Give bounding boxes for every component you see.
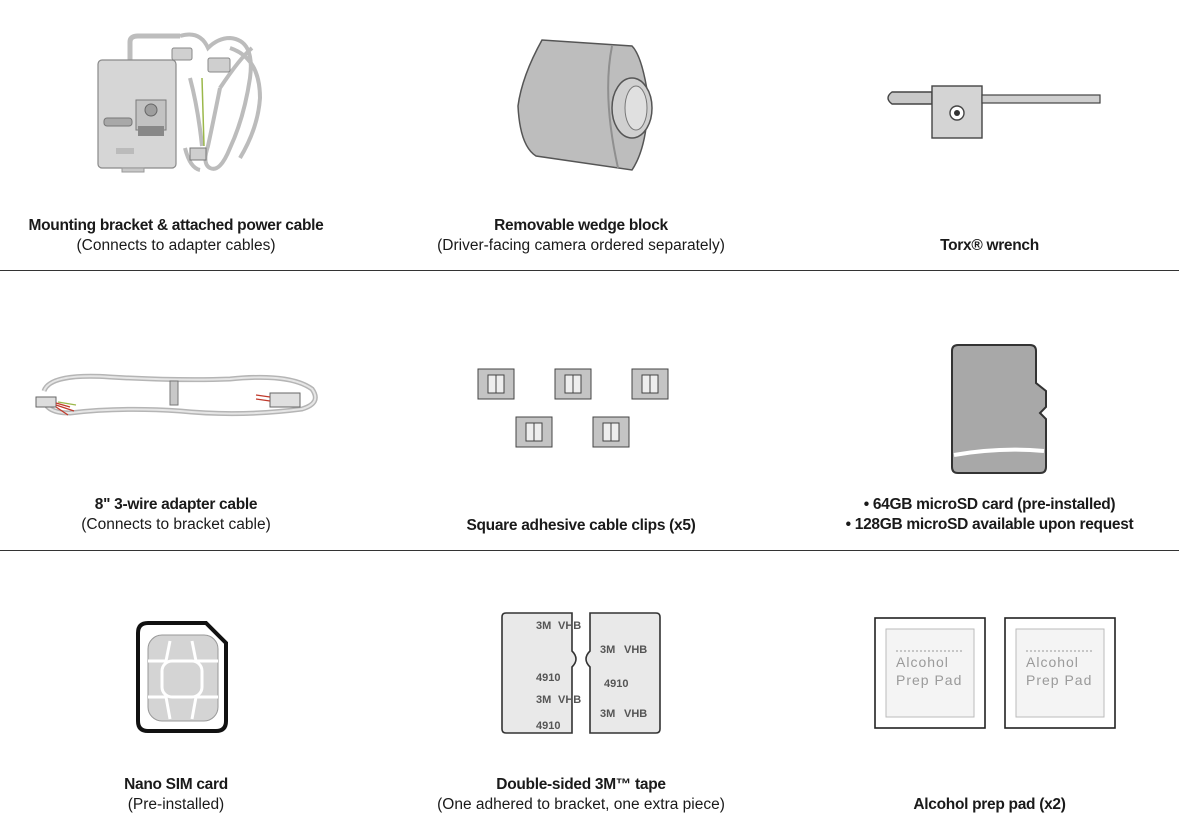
- tape-mark: 4910: [536, 672, 560, 684]
- prep-pad-label: Prep Pad: [896, 672, 962, 688]
- cable-clip: [477, 368, 515, 400]
- tape-mark: VHB: [558, 694, 581, 706]
- prep-pad-label: Alcohol: [896, 654, 949, 670]
- item-subtitle: • 128GB microSD available upon request: [845, 516, 1134, 533]
- adapter-cable-image: [35, 373, 318, 417]
- caption: Mounting bracket & attached power cable …: [0, 216, 352, 256]
- wedge-block-image: [517, 39, 653, 171]
- mounting-bracket-image: [97, 32, 263, 173]
- tape-mark: 3M: [600, 708, 615, 720]
- item-mounting-bracket: Mounting bracket & attached power cable …: [0, 0, 352, 270]
- item-title: Alcohol prep pad (x2): [913, 796, 1066, 813]
- item-alcohol-prep-pads: Alcohol Prep Pad Alcohol Prep Pad Alcoho…: [800, 551, 1179, 829]
- item-title: 8" 3-wire adapter cable: [94, 496, 258, 513]
- tape-mark: 4910: [604, 678, 628, 690]
- prep-pad: Alcohol Prep Pad: [874, 617, 986, 729]
- prep-pads-image: Alcohol Prep Pad Alcohol Prep Pad: [874, 617, 1116, 729]
- torx-wrench-image: [887, 85, 1101, 139]
- tape-mark: VHB: [624, 644, 647, 656]
- cable-clip: [631, 368, 669, 400]
- item-torx-wrench: Torx® wrench: [800, 0, 1179, 270]
- divider: [0, 550, 1179, 551]
- item-title: Torx® wrench: [940, 237, 1039, 254]
- item-title: Removable wedge block: [494, 217, 668, 234]
- caption: Removable wedge block (Driver-facing cam…: [380, 216, 782, 256]
- tape-mark: 3M: [536, 694, 551, 706]
- item-3m-tape: 3M VHB 3M VHB 4910 4910 3M VHB 3M VHB 49…: [380, 551, 782, 829]
- tape-mark: 4910: [536, 720, 560, 732]
- item-subtitle: (Driver-facing camera ordered separately…: [437, 237, 725, 254]
- item-title: Mounting bracket & attached power cable: [28, 217, 324, 234]
- cable-clips-image: [477, 368, 669, 448]
- item-subtitle: (One adhered to bracket, one extra piece…: [437, 796, 725, 813]
- nano-sim-image: [136, 621, 228, 733]
- item-subtitle: (Connects to bracket cable): [81, 516, 271, 533]
- item-wedge-block: Removable wedge block (Driver-facing cam…: [380, 0, 782, 270]
- prep-pad-label: Alcohol: [1026, 654, 1079, 670]
- cable-clip: [554, 368, 592, 400]
- caption: Alcohol prep pad (x2): [800, 795, 1179, 815]
- tape-image: 3M VHB 3M VHB 4910 4910 3M VHB 3M VHB 49…: [501, 612, 661, 734]
- prep-pad: Alcohol Prep Pad: [1004, 617, 1116, 729]
- item-microsd-card: • 64GB microSD card (pre-installed) • 12…: [800, 271, 1179, 550]
- tape-mark: VHB: [558, 620, 581, 632]
- item-title: Nano SIM card: [124, 776, 228, 793]
- divider: [0, 270, 1179, 271]
- caption: Double-sided 3M™ tape (One adhered to br…: [380, 775, 782, 815]
- caption: Torx® wrench: [800, 236, 1179, 256]
- item-subtitle: (Pre-installed): [127, 796, 225, 813]
- prep-pad-label: Prep Pad: [1026, 672, 1092, 688]
- row-3: Nano SIM card (Pre-installed) 3M VHB 3M …: [0, 551, 1179, 829]
- item-nano-sim: Nano SIM card (Pre-installed): [0, 551, 352, 829]
- caption: Square adhesive cable clips (x5): [380, 516, 782, 536]
- item-title: Double-sided 3M™ tape: [496, 776, 666, 793]
- tape-mark: 3M: [536, 620, 551, 632]
- caption: Nano SIM card (Pre-installed): [0, 775, 352, 815]
- item-title: • 64GB microSD card (pre-installed): [863, 496, 1116, 513]
- cable-clip: [592, 416, 630, 448]
- caption: 8" 3-wire adapter cable (Connects to bra…: [0, 495, 352, 535]
- microsd-card-image: [951, 344, 1047, 474]
- tape-mark: 3M: [600, 644, 615, 656]
- row-1: Mounting bracket & attached power cable …: [0, 0, 1179, 270]
- item-title: Square adhesive cable clips (x5): [466, 517, 696, 534]
- row-2: 8" 3-wire adapter cable (Connects to bra…: [0, 271, 1179, 550]
- item-cable-clips: Square adhesive cable clips (x5): [380, 271, 782, 550]
- cable-clip: [515, 416, 553, 448]
- item-subtitle: (Connects to adapter cables): [76, 237, 276, 254]
- tape-mark: VHB: [624, 708, 647, 720]
- caption: • 64GB microSD card (pre-installed) • 12…: [800, 495, 1179, 535]
- item-adapter-cable: 8" 3-wire adapter cable (Connects to bra…: [0, 271, 352, 550]
